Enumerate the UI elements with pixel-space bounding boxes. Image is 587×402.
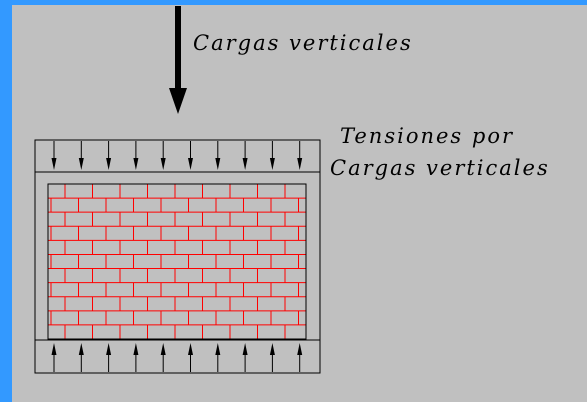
stress-arrow-up	[51, 343, 57, 372]
bottom-stress-arrows	[51, 343, 303, 372]
main-load-arrow-shaft	[175, 6, 181, 90]
stress-arrow-up	[160, 343, 166, 372]
top-stress-band	[34, 139, 321, 173]
top-stress-arrows	[51, 141, 303, 170]
stress-arrow-up	[215, 343, 221, 372]
stress-label-line-1: Tensiones por	[340, 124, 514, 148]
stress-arrow-down	[215, 141, 221, 170]
stress-arrow-up	[297, 343, 303, 372]
stress-arrow-down	[242, 141, 248, 170]
stress-arrow-down	[269, 141, 275, 170]
stress-arrow-up	[133, 343, 139, 372]
main-load-arrow-head	[169, 88, 187, 114]
stress-arrow-down	[188, 141, 193, 170]
stress-arrow-down	[297, 141, 303, 170]
main-load-label: Cargas verticales	[193, 31, 413, 55]
stress-arrow-down	[106, 141, 112, 170]
bottom-stress-band	[34, 339, 321, 374]
stress-arrow-up	[106, 343, 112, 372]
diagram-canvas	[12, 5, 587, 402]
brick-masonry	[48, 183, 306, 340]
main-load-arrow	[169, 6, 187, 114]
stress-arrow-down	[78, 141, 84, 170]
stress-arrow-up	[269, 343, 275, 372]
wall-outline	[34, 171, 321, 341]
masonry-outline	[47, 183, 307, 340]
stress-arrow-up	[78, 343, 84, 372]
stress-arrow-down	[51, 141, 57, 170]
stress-arrow-down	[133, 141, 139, 170]
stress-label-line-2: Cargas verticales	[330, 156, 550, 180]
stress-arrow-up	[188, 343, 193, 372]
stress-arrow-down	[160, 141, 166, 170]
stress-arrow-up	[242, 343, 248, 372]
